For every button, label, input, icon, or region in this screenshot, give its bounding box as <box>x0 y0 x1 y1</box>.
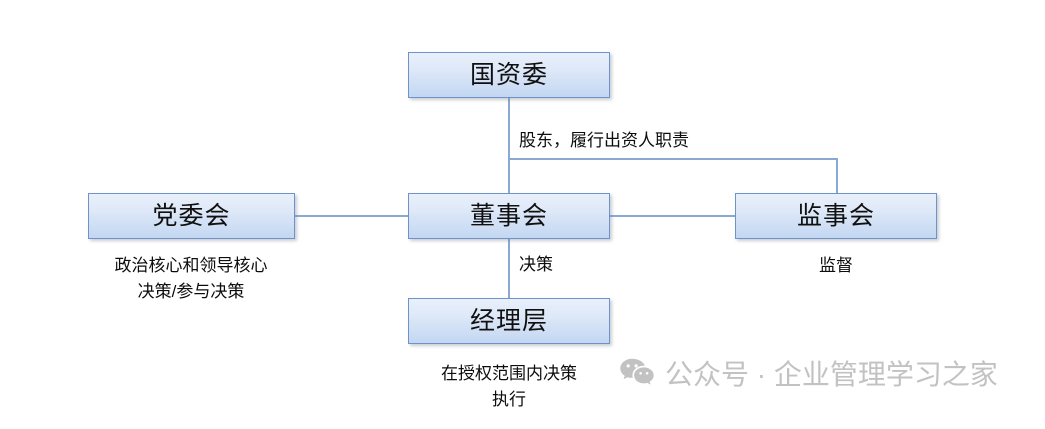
connector-board-to-management <box>508 238 510 299</box>
node-board-of-supervisors[interactable]: 监事会 <box>735 193 937 239</box>
wechat-icon <box>620 358 654 392</box>
edge-label-shareholder-duty-text: 股东，履行出资人职责 <box>519 131 689 150</box>
node-party-committee-label: 党委会 <box>152 201 231 230</box>
connector-party-to-board <box>294 215 409 217</box>
node-management[interactable]: 经理层 <box>408 298 610 344</box>
caption-management-line-1: 在授权范围内决策 <box>441 364 577 383</box>
watermark-text: 公众号 · 企业管理学习之家 <box>665 359 998 390</box>
edge-label-board-decision: 决策 <box>519 252 553 278</box>
connector-sasac-branch-horizontal <box>508 158 838 160</box>
caption-party-committee-line-1: 政治核心和领导核心 <box>114 256 268 275</box>
node-board-of-directors-label: 董事会 <box>469 201 548 230</box>
caption-management: 在授权范围内决策 执行 <box>359 361 659 413</box>
connector-sasac-to-board <box>508 158 510 194</box>
caption-board-of-supervisors-line-1: 监督 <box>819 256 853 275</box>
caption-party-committee-line-2: 决策/参与决策 <box>137 282 245 301</box>
node-management-label: 经理层 <box>469 306 548 335</box>
node-sasac[interactable]: 国资委 <box>408 52 610 98</box>
caption-board-of-supervisors: 监督 <box>686 253 986 279</box>
connector-sasac-vertical <box>508 98 510 160</box>
watermark: 公众号 · 企业管理学习之家 <box>620 358 998 392</box>
node-sasac-label: 国资委 <box>469 60 548 89</box>
connector-branch-to-supervisor <box>836 158 838 194</box>
connector-board-to-supervisor <box>609 215 736 217</box>
edge-label-shareholder-duty: 股东，履行出资人职责 <box>519 128 689 154</box>
node-party-committee[interactable]: 党委会 <box>88 193 295 239</box>
caption-management-line-2: 执行 <box>492 390 526 409</box>
node-board-of-supervisors-label: 监事会 <box>796 201 875 230</box>
caption-party-committee: 政治核心和领导核心 决策/参与决策 <box>41 253 341 305</box>
edge-label-board-decision-text: 决策 <box>519 255 553 274</box>
node-board-of-directors[interactable]: 董事会 <box>408 193 610 239</box>
